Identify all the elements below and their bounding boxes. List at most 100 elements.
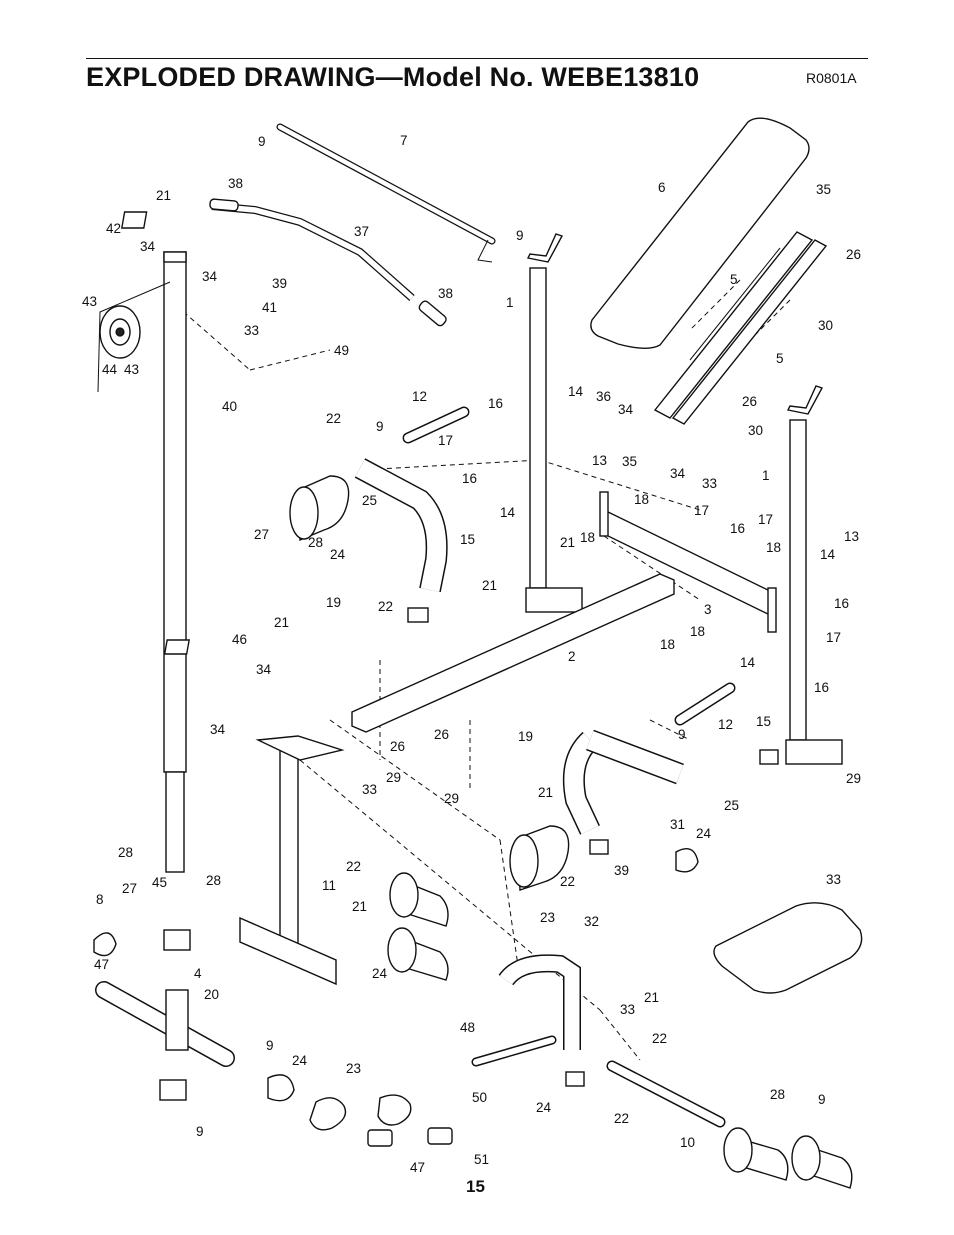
callout-21: 21 [644,990,659,1005]
callout-34: 34 [670,466,686,481]
callout-24: 24 [536,1100,552,1115]
callout-9: 9 [678,727,686,742]
callout-18: 18 [580,530,595,545]
callout-13: 13 [592,453,607,468]
callout-30: 30 [748,423,763,438]
callout-22: 22 [346,859,361,874]
callout-18: 18 [660,637,675,652]
part-40-upright [163,251,187,873]
callout-33: 33 [244,323,259,338]
callout-34: 34 [202,269,218,284]
callout-26: 26 [434,727,449,742]
callout-22: 22 [652,1031,667,1046]
callout-48: 48 [460,1020,475,1035]
callout-17: 17 [694,503,709,518]
callout-39: 39 [272,276,287,291]
callout-35: 35 [816,182,831,197]
callout-11: 11 [322,878,336,893]
part-8-front-leg [239,735,345,986]
assembly-guide-line [599,1009,641,1061]
callout-28: 28 [770,1087,785,1102]
callout-4: 4 [194,966,202,981]
callout-33: 33 [826,872,841,887]
callout-16: 16 [834,596,849,611]
assembly-guide-line [539,459,701,511]
callout-26: 26 [390,739,405,754]
callout-16: 16 [488,396,503,411]
callout-33: 33 [362,782,377,797]
callout-12: 12 [412,389,427,404]
callout-26: 26 [742,394,757,409]
part-11-mat [713,902,863,994]
callout-23: 23 [346,1061,361,1076]
callout-43: 43 [82,294,97,309]
part-25-leg-tube [354,458,684,835]
part-5-frame [653,231,828,425]
part-hardware [93,211,779,1147]
callout-31: 31 [670,817,685,832]
callout-22: 22 [614,1111,629,1126]
callout-9: 9 [196,1124,204,1139]
callout-9: 9 [376,419,384,434]
callout-27: 27 [254,527,269,542]
assembly-guide-line [499,839,521,981]
part-7-bar [276,123,496,263]
callout-19: 19 [326,595,341,610]
callout-16: 16 [462,471,477,486]
callout-16: 16 [814,680,829,695]
callout-27: 27 [122,881,137,896]
assembly-guide-line [329,719,501,841]
callout-25: 25 [362,493,377,508]
callout-38: 38 [438,286,453,301]
page-number: 15 [466,1177,485,1196]
callout-30: 30 [818,318,833,333]
callout-5: 5 [730,272,738,287]
callout-17: 17 [758,512,773,527]
callout-21: 21 [538,785,553,800]
callout-47: 47 [94,957,109,972]
callout-15: 15 [756,714,771,729]
callout-10: 10 [680,1135,695,1150]
callout-21: 21 [560,535,575,550]
callout-34: 34 [140,239,156,254]
callout-18: 18 [634,492,649,507]
part-27-foam-pads [289,475,570,891]
part-4-leg-extension [498,954,581,1050]
callout-14: 14 [568,384,584,399]
callout-34: 34 [618,402,634,417]
callout-24: 24 [696,826,712,841]
callout-46: 46 [232,632,247,647]
callout-33: 33 [620,1002,635,1017]
callout-12: 12 [718,717,733,732]
assembly-guide-line [359,459,541,471]
callout-3: 3 [704,602,712,617]
callout-8: 8 [96,892,104,907]
callout-19: 19 [518,729,533,744]
callout-28: 28 [206,873,221,888]
callout-9: 9 [516,228,524,243]
callout-22: 22 [326,411,341,426]
callout-18: 18 [690,624,705,639]
drawing-code: R0801A [806,70,857,86]
part-44-pulley [97,281,171,393]
callout-24: 24 [292,1053,308,1068]
callout-39: 39 [614,863,629,878]
header-rule [86,58,868,59]
callout-13: 13 [844,529,859,544]
part-23-rollers [387,872,853,1189]
callout-17: 17 [438,433,453,448]
callout-28: 28 [118,845,133,860]
callout-22: 22 [560,874,575,889]
callout-15: 15 [460,532,475,547]
callout-7: 7 [400,133,408,148]
callout-17: 17 [826,630,841,645]
callout-20: 20 [204,987,219,1002]
callout-35: 35 [622,454,637,469]
part-6-backrest [590,117,810,349]
callout-28: 28 [308,535,323,550]
callout-50: 50 [472,1090,487,1105]
assembly-guide-line [649,719,691,741]
part-2-main-frame [351,573,675,733]
